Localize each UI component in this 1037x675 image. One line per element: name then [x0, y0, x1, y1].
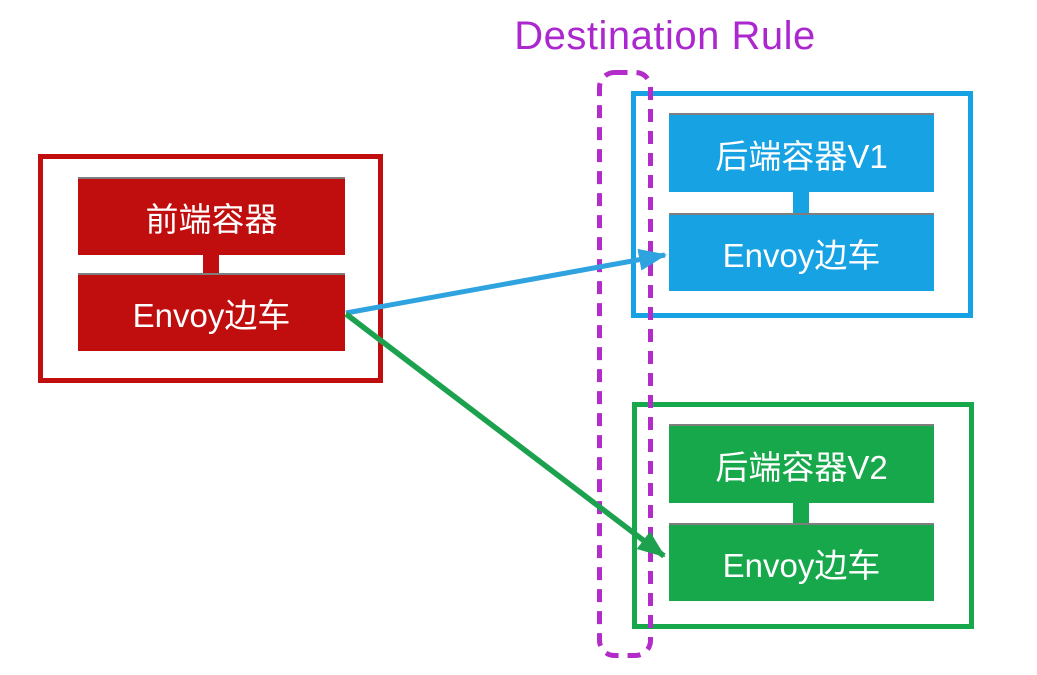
- backend-v1-container-box: 后端容器V1: [669, 113, 934, 192]
- backend-v1-sidecar-box: Envoy边车: [669, 213, 934, 291]
- backend-v2-container-box: 后端容器V2: [669, 424, 934, 503]
- diagram-title: Destination Rule: [514, 14, 816, 58]
- frontend-pod-connector: [203, 252, 219, 276]
- backend-v1-pod-connector: [793, 189, 809, 216]
- frontend-sidecar-box: Envoy边车: [78, 273, 345, 351]
- traffic-arrow-to-v2: [344, 311, 666, 559]
- frontend-container-box: 前端容器: [78, 177, 345, 255]
- traffic-arrow-to-v1: [345, 248, 667, 316]
- backend-v2-sidecar-box: Envoy边车: [669, 523, 934, 601]
- backend-v2-pod-connector: [793, 500, 809, 526]
